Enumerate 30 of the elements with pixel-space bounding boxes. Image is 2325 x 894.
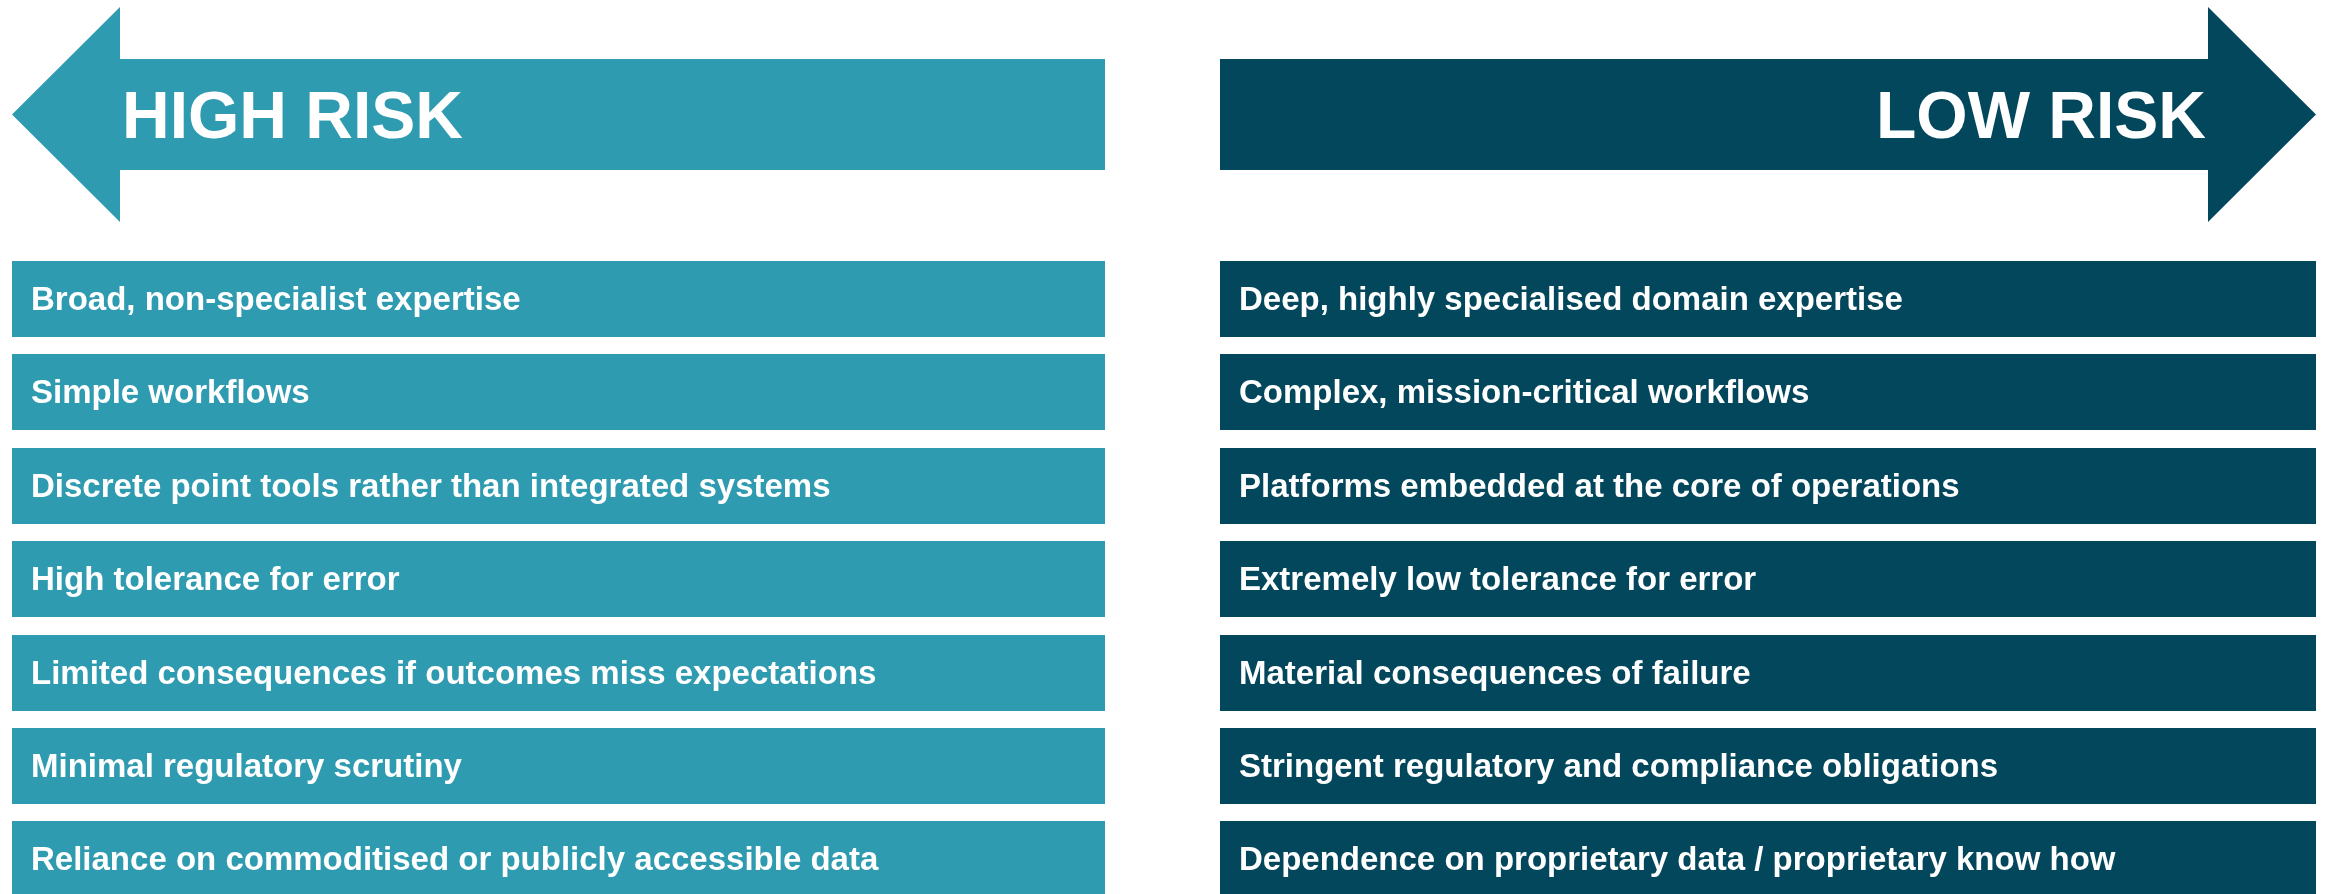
risk-factor-text: Platforms embedded at the core of operations — [1239, 465, 1960, 506]
risk-factor-bar — [12, 261, 1105, 337]
risk-factor-bar — [1220, 354, 2316, 431]
risk-factor-bar — [12, 541, 1105, 618]
risk-heading: LOW RISK — [1876, 77, 2206, 153]
risk-factor-text: Reliance on commoditised or publicly accessible data — [31, 839, 879, 880]
risk-factor-bar — [12, 821, 1105, 894]
risk-factor-bar — [12, 634, 1105, 711]
risk-factor-bar — [1220, 541, 2316, 618]
risk-factor-text: Stringent regulatory and compliance obligations — [1239, 746, 1999, 786]
risk-factor-text: Material consequences of failure — [1239, 652, 1751, 693]
risk-factor-bar — [12, 354, 1105, 431]
risk-factor-bar — [1220, 728, 2316, 804]
risk-factor-text: Deep, highly specialised domain expertise — [1239, 279, 1903, 319]
risk-heading: HIGH RISK — [122, 77, 464, 153]
risk-factor-text: Simple workflows — [31, 372, 310, 413]
risk-factor-bar — [12, 728, 1105, 804]
risk-factor-bar — [1220, 447, 2316, 524]
risk-factor-text: Limited consequences if outcomes miss expectations — [31, 652, 877, 693]
risk-factor-text: High tolerance for error — [31, 559, 400, 600]
risk-factor-text: Dependence on proprietary data / proprietary know how — [1239, 839, 2116, 880]
risk-factor-text: Complex, mission-critical workflows — [1239, 372, 1810, 413]
risk-factor-bar — [12, 447, 1105, 524]
risk-factor-text: Minimal regulatory scrutiny — [31, 746, 462, 786]
risk-factor-text: Broad, non-specialist expertise — [31, 279, 521, 319]
risk-factor-text: Extremely low tolerance for error — [1239, 559, 1757, 600]
risk-factor-text: Discrete point tools rather than integrated systems — [31, 465, 831, 506]
risk-factor-bar — [1220, 821, 2316, 894]
risk-factor-bar — [1220, 634, 2316, 711]
risk-factor-bar — [1220, 261, 2316, 337]
